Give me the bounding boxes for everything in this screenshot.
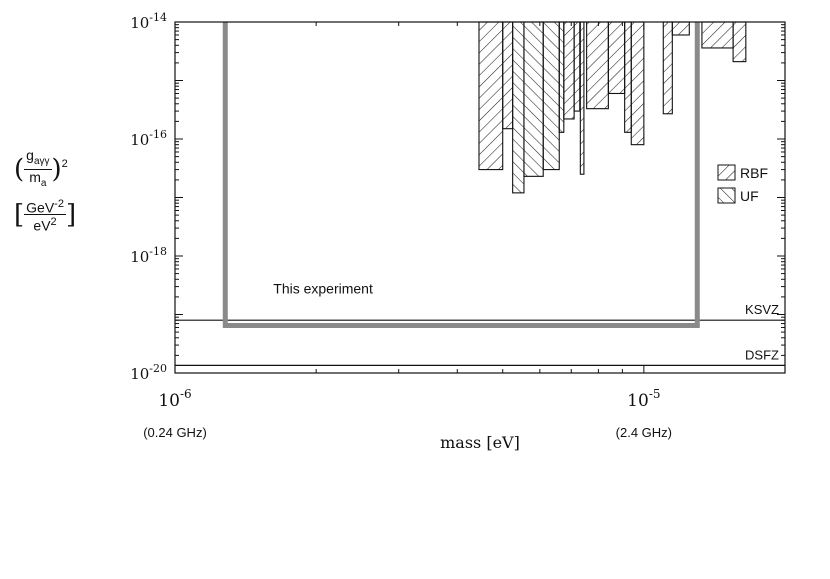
ref-line-label-ksvz: KSVZ <box>745 302 779 317</box>
excluded-region-uf <box>523 21 544 177</box>
y-tick-label: 10-16 <box>130 128 167 149</box>
legend-swatch-rbf <box>717 164 736 181</box>
x-tick-label: 10-5 <box>627 387 660 411</box>
legend-label-uf: UF <box>740 188 759 204</box>
x-tick-labels: 10-6 (0.24 GHz) 10-5 (2.4 GHz) <box>143 387 672 440</box>
y-tick-labels: 10-14 10-16 10-18 10-20 <box>130 11 167 383</box>
excluded-region-rbf <box>586 21 609 110</box>
excluded-region-rbf <box>573 21 581 112</box>
excluded-region-rbf <box>662 21 673 115</box>
y-axis-unit: [ GeV-2 eV2 ] <box>14 197 77 234</box>
y-axis-label: ( gaγγ ma )2 [ GeV-2 eV2 ] <box>14 148 76 233</box>
excluded-region-rbf <box>579 21 585 175</box>
legend-label-rbf: RBF <box>740 165 768 181</box>
excluded-region-rbf <box>732 21 747 63</box>
ref-line-label-dsfz: DSFZ <box>745 347 779 362</box>
legend-swatch-uf <box>717 187 736 204</box>
model-lines: KSVZ DSFZ <box>175 302 785 366</box>
y-tick-label: 10-14 <box>130 11 167 32</box>
excluded-region-uf <box>542 21 560 171</box>
excluded-region-rbf <box>607 21 626 95</box>
excluded-region-rbf <box>624 21 632 133</box>
excluded-region-uf <box>558 21 565 133</box>
this-experiment-label: This experiment <box>273 280 373 296</box>
excluded-region-rbf <box>563 21 575 120</box>
excluded-region-rbf <box>671 21 690 36</box>
x-tick-sublabel: (0.24 GHz) <box>143 425 207 440</box>
excluded-region-uf <box>512 21 525 194</box>
x-tick-label: 10-6 <box>158 387 191 411</box>
this-experiment-boundary <box>222 22 700 328</box>
axis-ticks <box>174 22 786 374</box>
x-tick-sublabel: (2.4 GHz) <box>616 425 672 440</box>
y-tick-label: 10-18 <box>130 245 167 266</box>
excluded-region-rbf <box>630 21 645 146</box>
excluded-region-rbf <box>701 21 734 49</box>
y-axis-quantity: ( gaγγ ma )2 <box>14 147 68 189</box>
legend: RBF UF <box>717 164 768 204</box>
this-experiment-region: This experiment <box>222 22 700 328</box>
y-tick-label: 10-20 <box>130 362 167 383</box>
excluded-regions <box>478 21 747 194</box>
x-axis-label: mass [eV] <box>440 433 520 452</box>
excluded-region-rbf <box>478 21 504 171</box>
excluded-region-rbf <box>502 21 514 130</box>
